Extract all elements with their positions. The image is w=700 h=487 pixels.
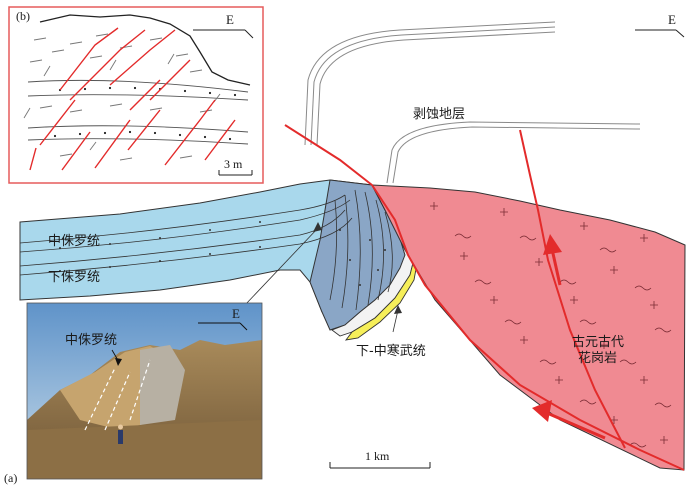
panel-b-compass-label: E xyxy=(226,12,234,27)
field-photo: 中侏罗统 E xyxy=(26,302,263,480)
main-compass: E xyxy=(635,12,685,38)
cliff-profile xyxy=(39,14,251,86)
granite-symbols xyxy=(430,202,672,448)
pointer-arrowhead xyxy=(313,222,322,232)
panel-b-faults xyxy=(29,27,236,171)
panel-a: 中侏罗统 下侏罗统 剥蚀地层 下-中寒武统 古元古代 花岗岩 E 1 km (a… xyxy=(4,12,686,485)
photo-compass: E xyxy=(198,306,248,331)
fault-arrows xyxy=(532,234,606,440)
photo-fault-traces xyxy=(84,359,151,431)
panel-b-scale-bar: 3 m xyxy=(218,157,253,176)
jurassic-dots xyxy=(59,221,386,286)
photo-person-head xyxy=(118,424,123,430)
main-scale-label: 1 km xyxy=(365,449,390,463)
label-granite-age: 古元古代 xyxy=(572,335,624,350)
photo-grass xyxy=(27,420,262,479)
eroded-strata-lines xyxy=(304,21,641,184)
photo-person xyxy=(118,430,123,444)
main-scale-bar: 1 km xyxy=(329,449,431,469)
panel-a-tag: (a) xyxy=(4,471,17,485)
label-middle-jurassic: 中侏罗统 xyxy=(48,234,100,249)
panel-b-compass: E xyxy=(193,12,254,39)
label-lower-jurassic: 下侏罗统 xyxy=(48,270,100,285)
main-faults xyxy=(284,124,685,471)
photo-pointer-head xyxy=(115,358,122,366)
photo-compass-label: E xyxy=(232,306,240,321)
jurassic-bedding xyxy=(19,189,393,311)
granite-unit xyxy=(371,184,686,471)
photo-frame xyxy=(26,302,263,480)
panel-b: (b) xyxy=(8,6,264,184)
panel-b-tag: (b) xyxy=(16,9,30,23)
photo-label: 中侏罗统 xyxy=(65,333,117,348)
label-granite-rock: 花岗岩 xyxy=(578,350,617,366)
photo-cliff-face xyxy=(140,345,185,425)
panel-b-scale-label: 3 m xyxy=(224,157,243,171)
pointer-arrowhead-2 xyxy=(394,305,402,314)
label-eroded-strata: 剥蚀地层 xyxy=(413,107,465,122)
label-lower-middle-cambrian: 下-中寒武统 xyxy=(356,343,426,359)
main-compass-label: E xyxy=(668,12,676,27)
yellow-bed xyxy=(344,229,419,341)
bedding-lines xyxy=(27,79,249,145)
pointer-lines xyxy=(244,227,399,333)
